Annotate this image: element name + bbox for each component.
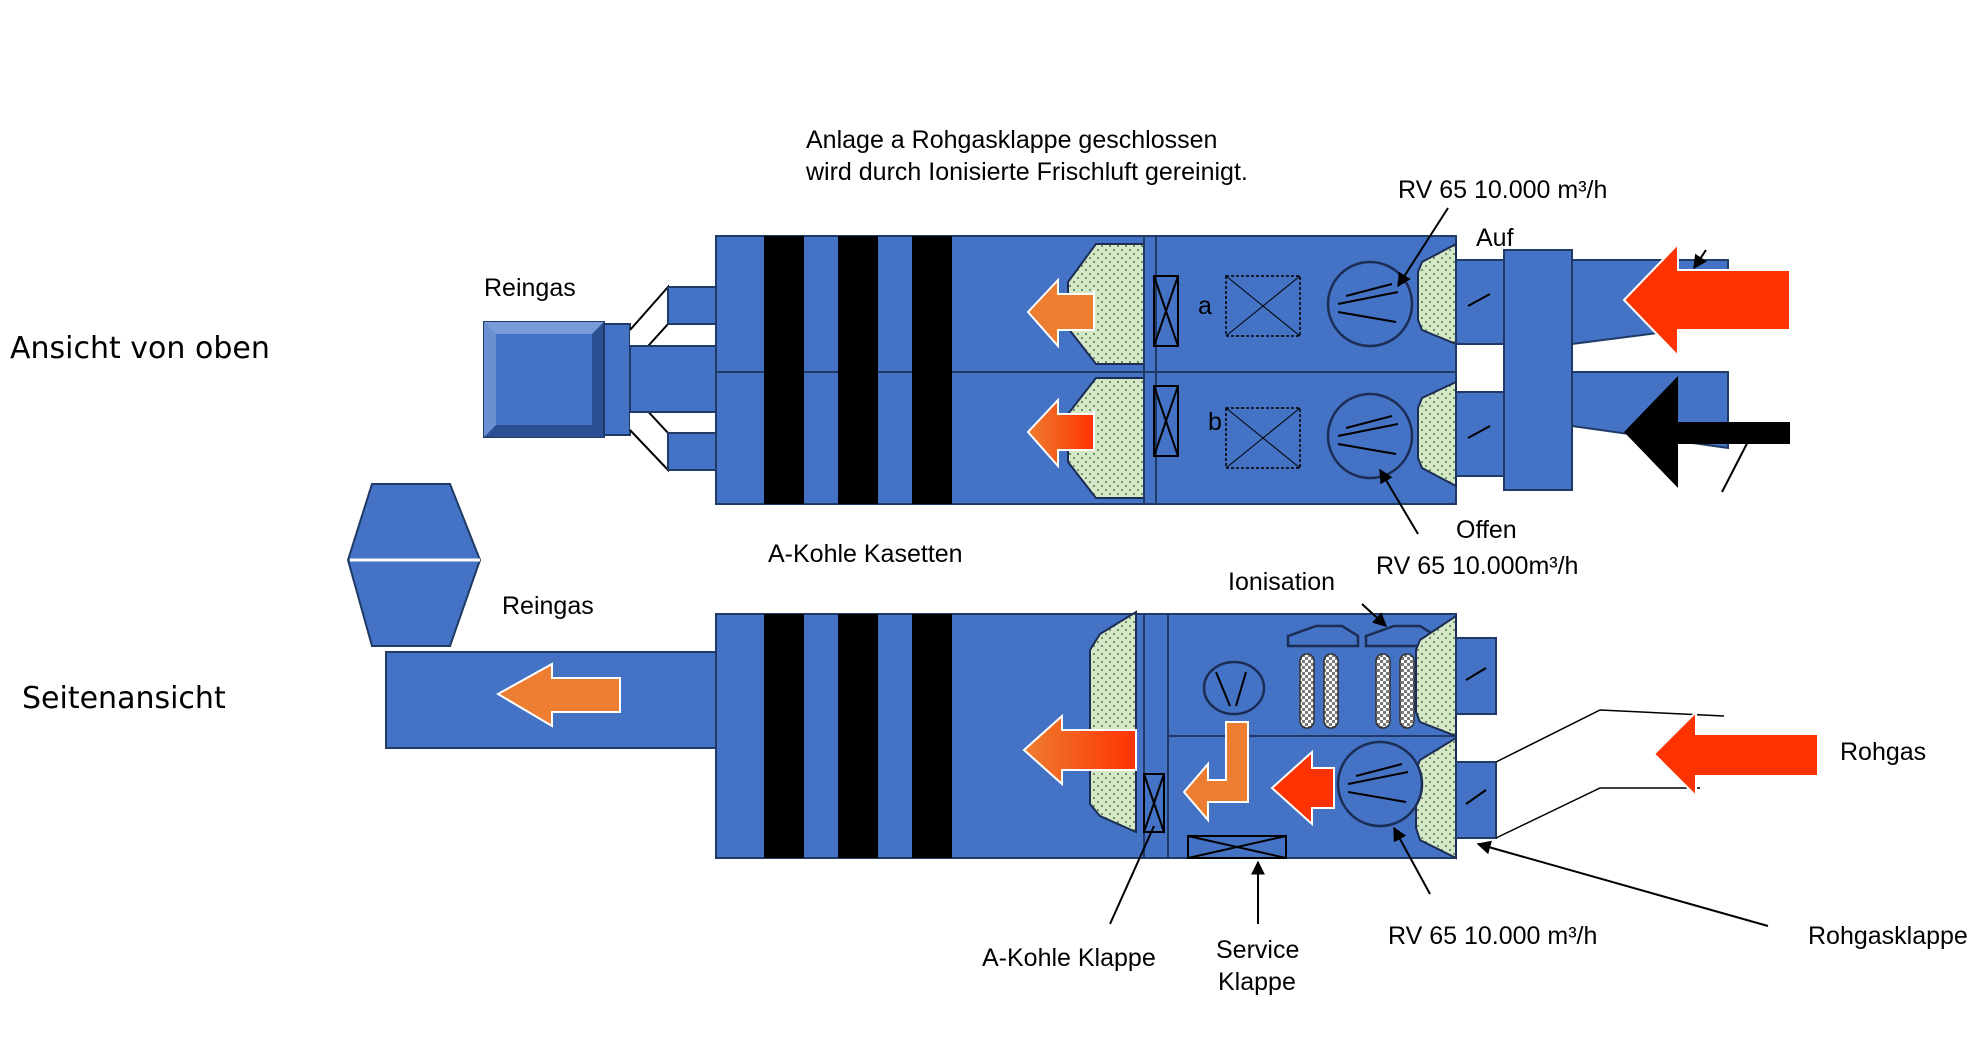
description-line-1: Anlage a Rohgasklappe geschlossen	[806, 126, 1217, 154]
carbon-damper-side	[1143, 773, 1165, 833]
section-b-label: b	[1208, 408, 1222, 436]
clean-gas-outlet-top	[483, 321, 631, 438]
fan-top-b-label: RV 65 10.000m³/h	[1376, 552, 1578, 580]
fan-side-lower	[1336, 740, 1424, 828]
damper-open-label: Auf	[1476, 224, 1514, 252]
damper-closed-label: Offen	[1456, 516, 1517, 544]
flow-arrow-top-a	[1026, 277, 1095, 349]
section-a-label: a	[1198, 292, 1212, 320]
raw-gas-arrow-side	[1652, 709, 1819, 799]
carbon-cassette	[912, 236, 952, 504]
filter-side	[1089, 610, 1137, 834]
fan-filter-top-b	[1417, 380, 1457, 488]
service-damper-label-2: Klappe	[1218, 968, 1296, 996]
service-box-top-b	[1225, 407, 1301, 469]
carbon-cassette	[838, 236, 878, 504]
description-line-2: wird durch Ionisierte Frischluft gereini…	[805, 158, 1248, 186]
fan-top-b	[1326, 392, 1414, 480]
top-view: a b	[483, 126, 1791, 580]
raw-gas-label: Rohgas	[1840, 738, 1926, 766]
raw-gas-damper-top-a	[1455, 259, 1505, 345]
fan-side-upper	[1202, 660, 1266, 716]
service-damper-side	[1187, 835, 1287, 859]
fan-filter-top-a	[1417, 242, 1457, 346]
flow-arrow-top-b	[1026, 397, 1095, 469]
raw-gas-arrow-top-b-blocked	[1624, 376, 1790, 488]
service-box-top-a	[1225, 275, 1301, 337]
raw-gas-damper-side-lower	[1455, 761, 1497, 839]
raw-gas-damper-top-b	[1455, 391, 1505, 477]
flow-arrow-side-fan	[1270, 749, 1335, 827]
damper-manifold	[1503, 249, 1573, 491]
flow-arrow-side-carbon	[1022, 713, 1137, 787]
clean-gas-top-label: Reingas	[484, 274, 576, 302]
clean-gas-side-label: Reingas	[502, 592, 594, 620]
carbon-cassettes-label: A-Kohle Kasetten	[768, 540, 963, 568]
carbon-cassette	[764, 614, 804, 858]
fan-filter-side-upper	[1415, 614, 1457, 738]
flow-arrow-side-outlet	[495, 662, 621, 728]
carbon-cassette	[838, 614, 878, 858]
ionisation-unit-1	[1286, 624, 1360, 729]
raw-gas-damper-label: Rohgasklappe	[1808, 922, 1968, 950]
raw-gas-damper-side-upper	[1455, 637, 1497, 715]
carbon-cassette	[764, 236, 804, 504]
raw-gas-arrow-top-a	[1622, 241, 1791, 359]
top-connecting-ducts	[629, 284, 717, 473]
top-view-title: Ansicht von oben	[10, 331, 270, 366]
fan-side-label: RV 65 10.000 m³/h	[1388, 922, 1597, 950]
fan-top-a	[1326, 260, 1414, 348]
ionisation-label: Ionisation	[1228, 568, 1335, 596]
exhaust-stack	[346, 483, 482, 647]
side-view: Ionisation Reingas Rohgas A-Kohle Klappe…	[346, 483, 1968, 996]
carbon-damper-top-b	[1153, 385, 1179, 457]
service-damper-label-1: Service	[1216, 936, 1299, 964]
side-view-title: Seitenansicht	[22, 681, 226, 716]
flow-arrow-side-turn	[1182, 721, 1249, 823]
carbon-damper-top-a	[1153, 275, 1179, 347]
fan-top-a-label: RV 65 10.000 m³/h	[1398, 176, 1607, 204]
carbon-cassette	[912, 614, 952, 858]
carbon-damper-label: A-Kohle Klappe	[982, 944, 1156, 972]
ionisation-unit-2	[1364, 624, 1438, 729]
